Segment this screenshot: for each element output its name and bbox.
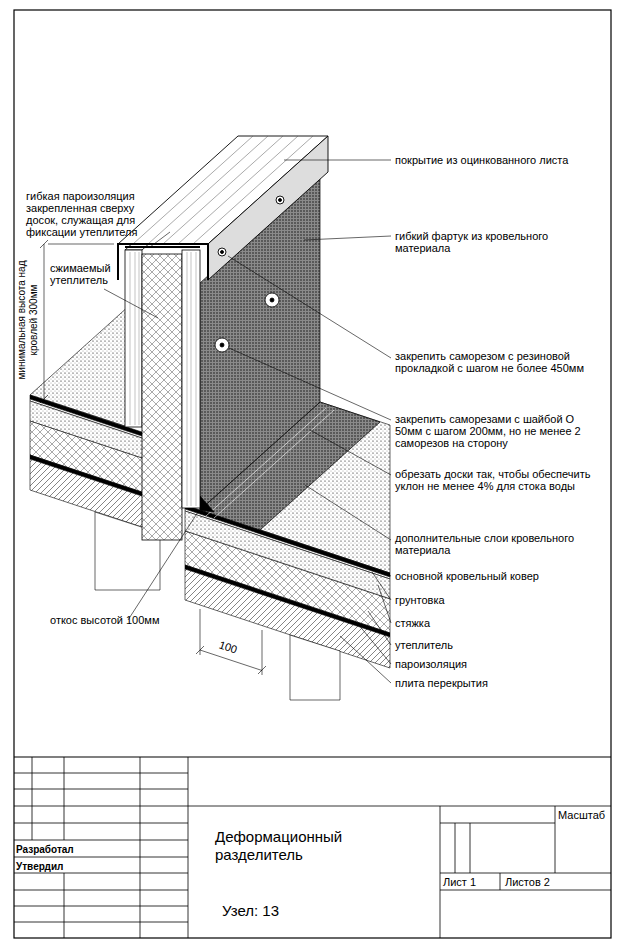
washer-screw (220, 343, 224, 347)
sheet-frame (14, 756, 611, 757)
leader-lines (128, 512, 198, 620)
callout-label: дополнительные слои кровельного материал… (395, 532, 600, 556)
metal-cap (279, 199, 282, 202)
dimension-lines (40, 240, 114, 403)
callout-label: гибкая пароизоляция закрепленная сверху … (26, 190, 166, 238)
layer-label: плита перекрытия (395, 677, 600, 689)
sheet-frame (14, 773, 611, 922)
right-roof-slab (290, 635, 340, 700)
layer-label: утеплитель (395, 639, 600, 651)
flashing-apron (200, 496, 214, 512)
layer-label: грунтовка (395, 594, 600, 606)
timber-upstands (125, 246, 200, 248)
callout-label: основной кровельный ковер (395, 570, 600, 582)
dimension-label: 100 (217, 638, 238, 655)
leader-lines (305, 485, 391, 540)
metal-cap (221, 251, 224, 254)
callout-label: откос высотой 100мм (50, 614, 160, 626)
dimension-lines (196, 609, 266, 675)
sheet-frame (440, 806, 611, 938)
leader-lines (228, 256, 391, 358)
leader-lines (345, 559, 391, 576)
callout-label: закрепить саморезом с резиновой прокладк… (395, 350, 600, 374)
metal-cap (118, 136, 328, 280)
right-roof-slab (185, 569, 390, 668)
drawing-number: Узел: 13 (222, 902, 422, 920)
metal-cap (218, 248, 226, 256)
leader-lines (284, 160, 391, 161)
leader-lines (304, 236, 391, 240)
callout-label: гибкий фартук из кровельного материала (395, 230, 595, 254)
timber-upstands (182, 250, 200, 508)
leader-lines (229, 348, 391, 420)
title-block-cell: Разработал (16, 844, 88, 856)
title-block-cell: Листов 2 (505, 876, 585, 888)
callout-label: закрепить саморезами с шайбой О 50мм с ш… (395, 413, 600, 449)
callout-label: обрезать доски так, чтобы обеспечить укл… (395, 468, 600, 492)
layer-label: пароизоляция (395, 658, 600, 670)
leader-lines (378, 585, 391, 623)
leader-lines (104, 160, 391, 683)
metal-cap (276, 196, 284, 204)
leader-lines (310, 430, 391, 475)
title-block-cell: Масштаб (558, 809, 610, 821)
callout-label: покрытие из оцинкованного листа (395, 154, 610, 166)
sheet-frame (14, 10, 611, 938)
layer-label: стяжка (395, 617, 600, 629)
washer-screw (270, 298, 274, 302)
metal-cap (118, 244, 208, 280)
metal-cap (208, 136, 328, 280)
washer-screw (265, 293, 279, 307)
washer-screw (215, 338, 229, 352)
title-block-cell: Утвердил (16, 861, 88, 873)
callout-label: сжимаемый утеплитель (50, 262, 114, 286)
dimension-lines (40, 240, 266, 675)
sheet-frame (14, 10, 611, 938)
title-block-cell: Лист 1 (443, 876, 498, 888)
leader-lines (340, 636, 391, 683)
leader-lines (358, 624, 391, 664)
drawing-title: Деформационный разделитель (215, 828, 380, 864)
timber-upstands (130, 252, 139, 425)
timber-upstands (142, 254, 182, 540)
leader-lines (104, 289, 158, 318)
leader-lines (150, 232, 170, 247)
timber-upstands (187, 252, 196, 506)
washer-screw (215, 293, 279, 352)
timber-upstands (125, 250, 142, 427)
dimension-label: минимальная высота над кровлей 300мм (16, 255, 40, 385)
